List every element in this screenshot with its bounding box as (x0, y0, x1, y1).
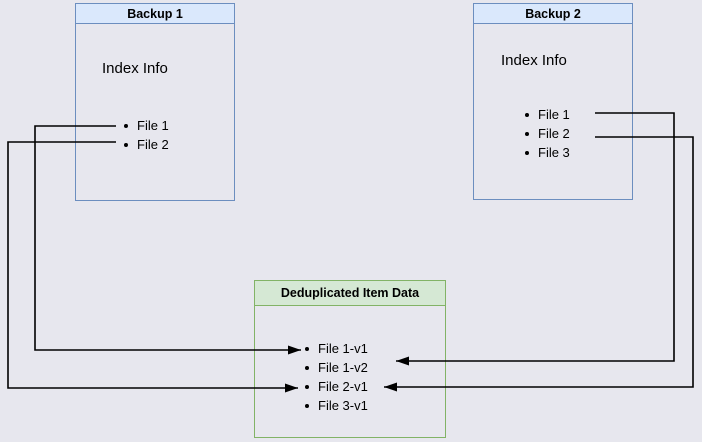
bullet-icon (124, 123, 128, 128)
dedup-file-2-v1-item: File 2-v1 (305, 377, 368, 396)
backup2-file-1-item: File 1 (525, 105, 570, 124)
backup1-file-2-label: File 2 (137, 137, 169, 152)
bullet-icon (305, 403, 309, 408)
backup2-file-list: File 1 File 2 File 3 (525, 105, 570, 162)
dedup-file-1-v1-label: File 1-v1 (318, 341, 368, 356)
backup2-file-3-label: File 3 (538, 145, 570, 160)
bullet-icon (305, 346, 309, 351)
backup2-file-1-label: File 1 (538, 107, 570, 122)
backup1-file-1-item: File 1 (124, 116, 169, 135)
dedup-file-1-v2-label: File 1-v2 (318, 360, 368, 375)
bullet-icon (305, 365, 309, 370)
backup1-box: Backup 1 Index Info File 1 File 2 (75, 3, 235, 201)
bullet-icon (525, 131, 529, 136)
dedup-file-1-v1-item: File 1-v1 (305, 339, 368, 358)
dedup-file-1-v2-item: File 1-v2 (305, 358, 368, 377)
deduplicated-item-data-box: Deduplicated Item Data File 1-v1 File 1-… (254, 280, 446, 438)
backup2-file-2-item: File 2 (525, 124, 570, 143)
backup2-file-2-label: File 2 (538, 126, 570, 141)
backup2-file-3-item: File 3 (525, 143, 570, 162)
backup1-file-1-label: File 1 (137, 118, 169, 133)
dedup-file-3-v1-item: File 3-v1 (305, 396, 368, 415)
bullet-icon (305, 384, 309, 389)
bullet-icon (525, 150, 529, 155)
bullet-icon (525, 112, 529, 117)
bullet-icon (124, 142, 128, 147)
backup1-index-info-label: Index Info (102, 60, 168, 77)
dedup-file-2-v1-label: File 2-v1 (318, 379, 368, 394)
dedup-file-3-v1-label: File 3-v1 (318, 398, 368, 413)
backup2-box: Backup 2 Index Info File 1 File 2 File 3 (473, 3, 633, 200)
backup2-index-info-label: Index Info (501, 52, 567, 69)
backup2-header: Backup 2 (474, 4, 632, 24)
backup1-file-list: File 1 File 2 (124, 116, 169, 154)
backup1-header: Backup 1 (76, 4, 234, 24)
backup1-file-2-item: File 2 (124, 135, 169, 154)
dedup-item-list: File 1-v1 File 1-v2 File 2-v1 File 3-v1 (305, 339, 368, 415)
dedup-header: Deduplicated Item Data (255, 281, 445, 306)
